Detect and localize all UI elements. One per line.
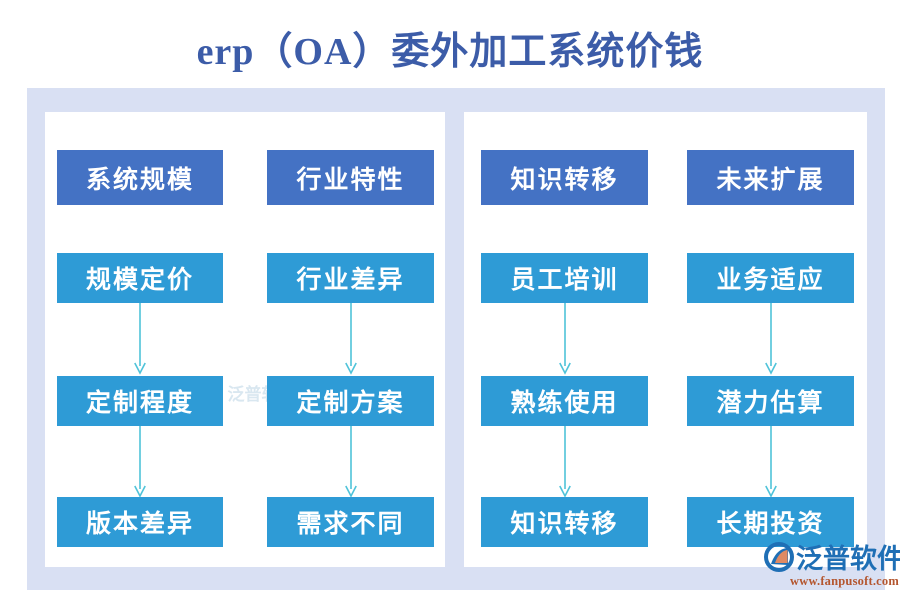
box-scale-pricing[interactable]: 规模定价 (57, 253, 223, 303)
box-customization-plan[interactable]: 定制方案 (267, 376, 434, 426)
box-customization-degree[interactable]: 定制程度 (57, 376, 223, 426)
page-title: erp（OA）委外加工系统价钱 (196, 31, 704, 73)
arrow-l2-s2-to-s3 (344, 426, 358, 498)
box-knowledge-transfer[interactable]: 知识转移 (481, 497, 648, 547)
box-future-expansion-header[interactable]: 未来扩展 (687, 150, 854, 205)
brand-url: www.fanpusoft.com (790, 574, 899, 588)
box-industry-difference[interactable]: 行业差异 (267, 253, 434, 303)
box-staff-training[interactable]: 员工培训 (481, 253, 648, 303)
box-knowledge-transfer-header[interactable]: 知识转移 (481, 150, 648, 205)
arrow-l1-s2-to-s3 (133, 426, 147, 498)
box-industry-traits-header[interactable]: 行业特性 (267, 150, 434, 205)
arrow-l2-s1-to-s2 (344, 303, 358, 375)
box-proficient-use[interactable]: 熟练使用 (481, 376, 648, 426)
box-version-difference[interactable]: 版本差异 (57, 497, 223, 547)
brand-logo-row: 泛普软件 (764, 541, 900, 577)
box-different-requirements[interactable]: 需求不同 (267, 497, 434, 547)
arrow-l1-s1-to-s2 (133, 303, 147, 375)
fanpu-logo-icon (764, 541, 794, 577)
brand-logo[interactable]: 泛普软件 www.fanpusoft.com (764, 541, 900, 591)
box-system-scale-header[interactable]: 系统规模 (57, 150, 223, 205)
arrow-r1-s1-to-s2 (558, 303, 572, 375)
box-potential-estimation[interactable]: 潜力估算 (687, 376, 854, 426)
box-business-adaptation[interactable]: 业务适应 (687, 253, 854, 303)
box-long-term-investment[interactable]: 长期投资 (687, 497, 854, 547)
arrow-r1-s2-to-s3 (558, 426, 572, 498)
brand-name: 泛普软件 (796, 544, 900, 574)
arrow-r2-s1-to-s2 (764, 303, 778, 375)
arrow-r2-s2-to-s3 (764, 426, 778, 498)
